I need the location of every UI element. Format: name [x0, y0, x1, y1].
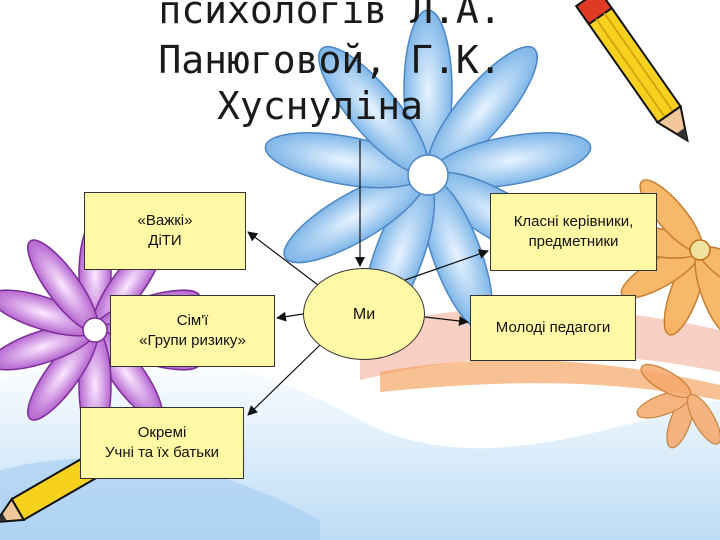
title-line-2: Панюговой, Г.К. — [158, 38, 502, 82]
arrow-to-class-teachers — [404, 249, 489, 281]
node-families-line-1: Сім'ї — [176, 312, 209, 329]
arrow-to-difficult-children — [247, 231, 319, 286]
node-separate-students-line-1: Окремі — [137, 424, 187, 441]
node-class-teachers: Класні керівники, предметники — [490, 193, 657, 271]
center-node-label: Ми — [352, 306, 376, 323]
node-separate-students: Окремі Учні та їх батьки — [80, 407, 244, 479]
node-young-teachers: Молоді педагоги — [470, 295, 636, 361]
title-line-3: Хуснуліна — [217, 84, 423, 128]
arrow-to-young-teachers — [424, 315, 469, 326]
node-difficult-children: «Важкі» ДіТИ — [84, 192, 246, 270]
orange-flower-icon — [610, 179, 720, 336]
node-families: Сім'ї «Групи ризику» — [110, 295, 275, 367]
arrow-to-families — [276, 311, 304, 322]
title-line-1: психологів Л.А. — [158, 0, 502, 32]
node-difficult-children-line-1: «Важкі» — [137, 212, 193, 229]
orange-swoosh-shape — [380, 359, 720, 400]
node-young-teachers-line-1: Молоді педагоги — [495, 319, 611, 336]
orange-flower-small-icon — [636, 363, 720, 449]
node-class-teachers-line-1: Класні керівники, — [513, 213, 634, 230]
center-node — [303, 268, 425, 360]
node-difficult-children-line-2: ДіТИ — [148, 232, 182, 249]
node-separate-students-line-2: Учні та їх батьки — [104, 444, 220, 461]
node-families-line-2: «Групи ризику» — [139, 332, 246, 349]
pencil-icon — [574, 0, 689, 143]
arrow-to-separate-students — [247, 344, 321, 416]
node-class-teachers-line-2: предметники — [528, 233, 619, 250]
